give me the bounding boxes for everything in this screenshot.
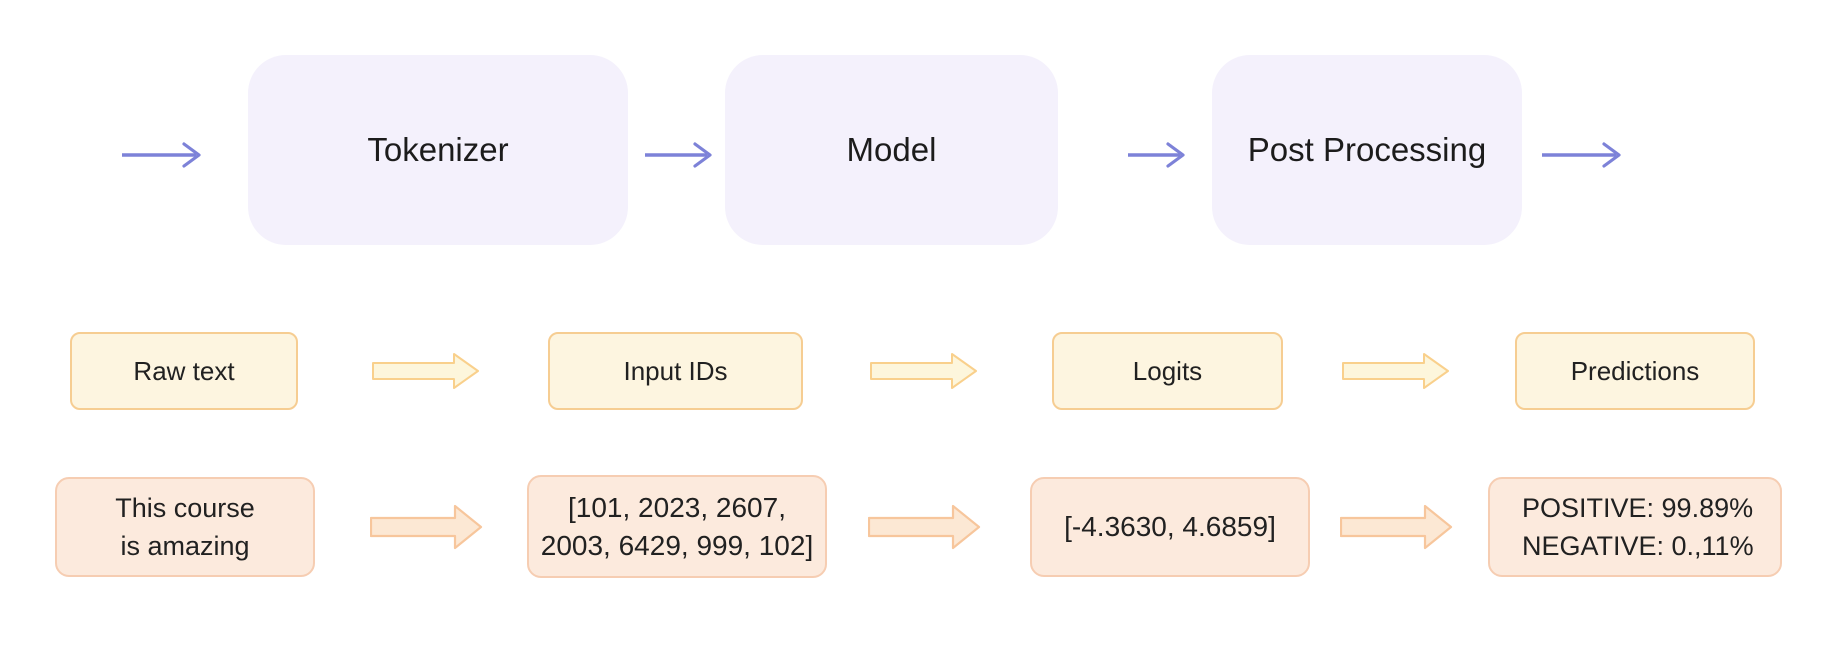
- arrow-right-icon: [643, 140, 715, 170]
- label-input-ids: Input IDs: [548, 332, 803, 410]
- example-line: [101, 2023, 2607,: [568, 491, 786, 523]
- block-arrow-right-icon: [868, 501, 981, 553]
- stage-post-processing: Post Processing: [1212, 55, 1522, 245]
- stage-label: Post Processing: [1247, 131, 1487, 168]
- example-line: is amazing: [120, 531, 250, 561]
- arrow-right-icon: [120, 140, 204, 170]
- label-text: Logits: [1132, 355, 1203, 386]
- stage-label: Model: [846, 131, 937, 168]
- example-logits: [-4.3630, 4.6859]: [1030, 477, 1310, 577]
- label-text: Raw text: [133, 355, 235, 386]
- label-predictions: Predictions: [1515, 332, 1755, 410]
- stage-model: Model: [725, 55, 1058, 245]
- example-line: This course: [115, 493, 255, 523]
- arrow-right-icon: [1126, 140, 1188, 170]
- example-line: POSITIVE: 99.89%: [1522, 493, 1754, 523]
- block-arrow-right-icon: [1340, 501, 1453, 553]
- example-predictions: POSITIVE: 99.89% NEGATIVE: 0.,11%: [1488, 477, 1782, 577]
- label-text: Input IDs: [623, 355, 728, 386]
- label-raw-text: Raw text: [70, 332, 298, 410]
- block-arrow-right-icon: [372, 352, 480, 390]
- arrow-right-icon: [1540, 140, 1624, 170]
- stage-tokenizer: Tokenizer: [248, 55, 628, 245]
- label-logits: Logits: [1052, 332, 1283, 410]
- example-raw-text: This course is amazing: [55, 477, 315, 577]
- example-line: [-4.3630, 4.6859]: [1064, 511, 1276, 542]
- block-arrow-right-icon: [370, 501, 483, 553]
- block-arrow-right-icon: [870, 352, 978, 390]
- stage-label: Tokenizer: [367, 131, 509, 168]
- example-line: 2003, 6429, 999, 102]: [540, 529, 814, 561]
- label-text: Predictions: [1570, 355, 1700, 386]
- block-arrow-right-icon: [1342, 352, 1450, 390]
- example-line: NEGATIVE: 0.,11%: [1522, 531, 1754, 561]
- example-input-ids: [101, 2023, 2607, 2003, 6429, 999, 102]: [527, 475, 827, 578]
